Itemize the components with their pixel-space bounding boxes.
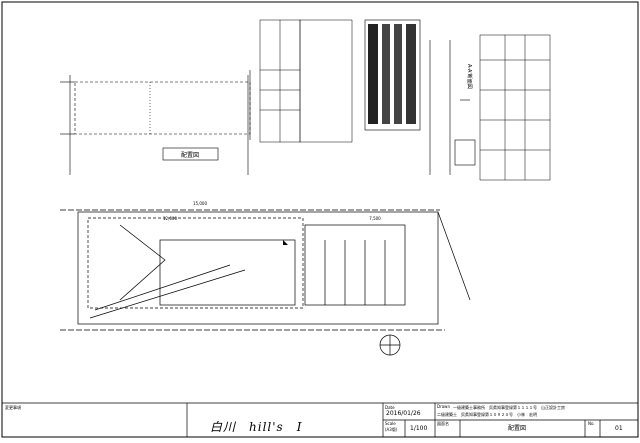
date-label: Date [385,405,395,410]
info-table [259,19,353,143]
date-value: 2016/01/26 [386,410,421,417]
site-plan-label: 配置図 [181,152,199,159]
section-label: A-A'断面図 [466,64,473,89]
drawn-label: Drawn [437,404,450,409]
north-marker [283,240,288,245]
drawing-name-label: 図面名 [437,421,449,426]
architect-name: 二級建築士 呉県知事登録第１０９２０号 小林 宏明 [437,412,537,417]
drawing-name: 配置図 [508,425,527,432]
area-table [479,34,551,181]
section-drawing [429,40,476,175]
scale-label: Scale [385,421,396,426]
dim-middle: 12,000 [163,216,177,221]
dim-right: 7,500 [369,216,381,221]
change-label: 変更事項 [5,405,21,410]
main-site-plan [60,209,471,356]
scale-paper: (A3版) [385,427,398,432]
title-block-lines [2,402,638,437]
sheet-no-label: No. [588,421,595,426]
scale-value: 1/100 [410,425,428,432]
upper-site-outline [60,70,251,175]
office-name: 一級建築士事務所 呉県知事登録第１１１１号 山正設計工房 [453,405,565,410]
dim-top: 15,000 [193,201,207,206]
sheet-no: 01 [615,425,623,432]
area-schedule-table [364,19,421,131]
project-title: 白川 hill's I [210,420,303,434]
